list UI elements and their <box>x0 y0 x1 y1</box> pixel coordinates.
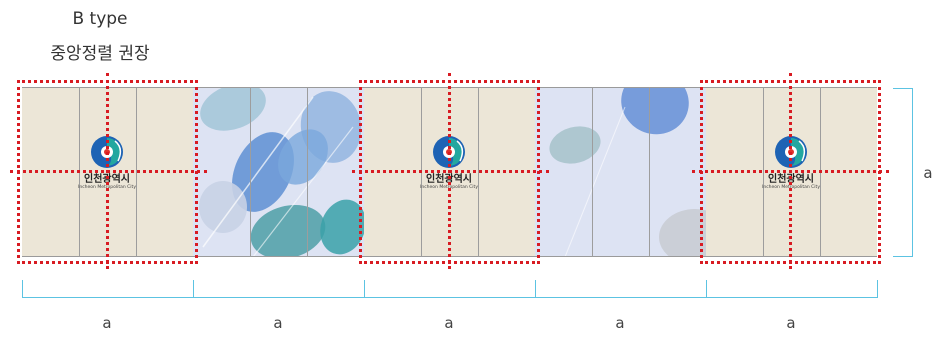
incheon-emblem-icon <box>433 136 465 168</box>
logo-korean-text: 인천광역시 <box>426 174 472 185</box>
dimension-bottom-label-4: a <box>615 314 625 332</box>
alignment-note: 중앙정렬 권장 <box>50 44 150 64</box>
incheon-emblem-icon <box>775 136 807 168</box>
dimension-tick <box>364 280 365 298</box>
dimension-right-top-tick <box>893 88 913 89</box>
dimension-tick <box>22 280 23 298</box>
panel-2-leaf <box>193 87 364 257</box>
logo-english-text: Incheon Metropolitan City <box>78 185 136 190</box>
logo-korean-text: 인천광역시 <box>768 174 814 185</box>
leaf-pattern-image <box>199 87 364 257</box>
dimension-tick <box>535 280 536 298</box>
dimension-right-bottom-tick <box>893 256 913 257</box>
dimension-bottom-label-1: a <box>102 314 112 332</box>
dimension-bottom-label-3: a <box>444 314 454 332</box>
panel-4-leaf <box>535 87 706 257</box>
panel-3-logo: 인천광역시 Incheon Metropolitan City <box>364 87 535 257</box>
dimension-bottom-line <box>22 297 877 298</box>
dimension-tick <box>193 280 194 298</box>
panel-5-logo: 인천광역시 Incheon Metropolitan City <box>706 87 877 257</box>
type-title: B type <box>72 9 128 29</box>
dimension-bottom-label-2: a <box>273 314 283 332</box>
dimension-tick <box>877 280 878 298</box>
panel-1-logo: 인천광역시 Incheon Metropolitan City <box>22 87 193 257</box>
logo-korean-text: 인천광역시 <box>84 174 130 185</box>
dimension-tick <box>706 280 707 298</box>
incheon-emblem-icon <box>91 136 123 168</box>
logo-english-text: Incheon Metropolitan City <box>420 185 478 190</box>
dimension-right-line <box>912 88 913 256</box>
leaf-pattern-image <box>549 87 706 257</box>
dimension-bottom-label-5: a <box>786 314 796 332</box>
logo-english-text: Incheon Metropolitan City <box>762 185 820 190</box>
dimension-right-label: a <box>923 164 933 182</box>
